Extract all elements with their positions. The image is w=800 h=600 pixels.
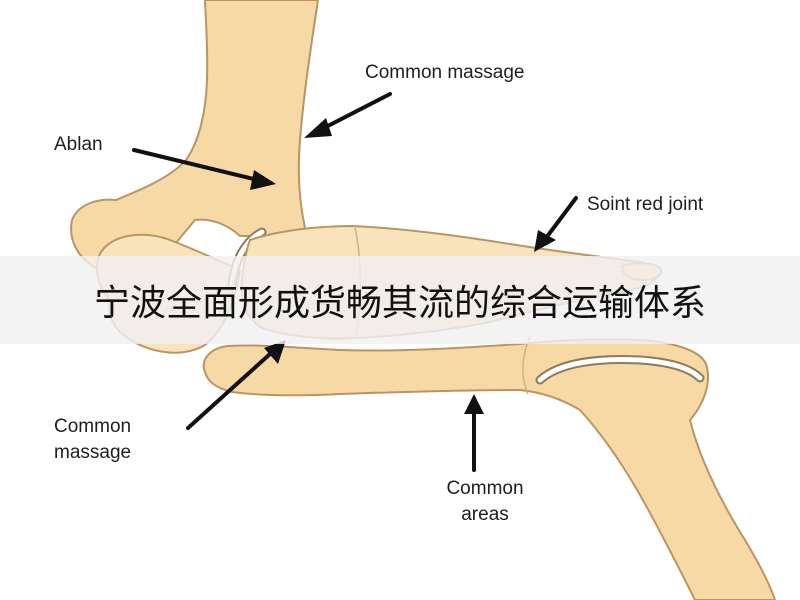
label-soint-red-joint: Soint red joint [587, 194, 704, 215]
arrow-common-areas [464, 394, 484, 472]
label-common-areas: Common areas [430, 476, 540, 528]
arrow-common-massage-top [304, 92, 392, 138]
label-common-massage-bottom: Common massage [54, 414, 131, 466]
label-common-massage-bottom-line2: massage [54, 442, 132, 463]
banner-text: 宁波全面形成货畅其流的综合运输体系 [93, 283, 706, 324]
cartilage-lower [537, 357, 703, 383]
label-common-areas-line1: Common [446, 478, 524, 499]
label-ablan: Ablan [54, 134, 103, 155]
forearm-lower-bone [202, 338, 776, 600]
arrow-soint-red-joint [534, 196, 578, 252]
label-common-massage-top: Common massage [365, 62, 525, 83]
label-common-areas-line2: areas [461, 504, 509, 525]
label-common-massage-bottom-line1: Common [54, 416, 132, 437]
caption-banner: 宁波全面形成货畅其流的综合运输体系 [0, 256, 800, 344]
arrow-ablan [132, 148, 276, 190]
arrow-common-massage-bottom [186, 340, 286, 430]
